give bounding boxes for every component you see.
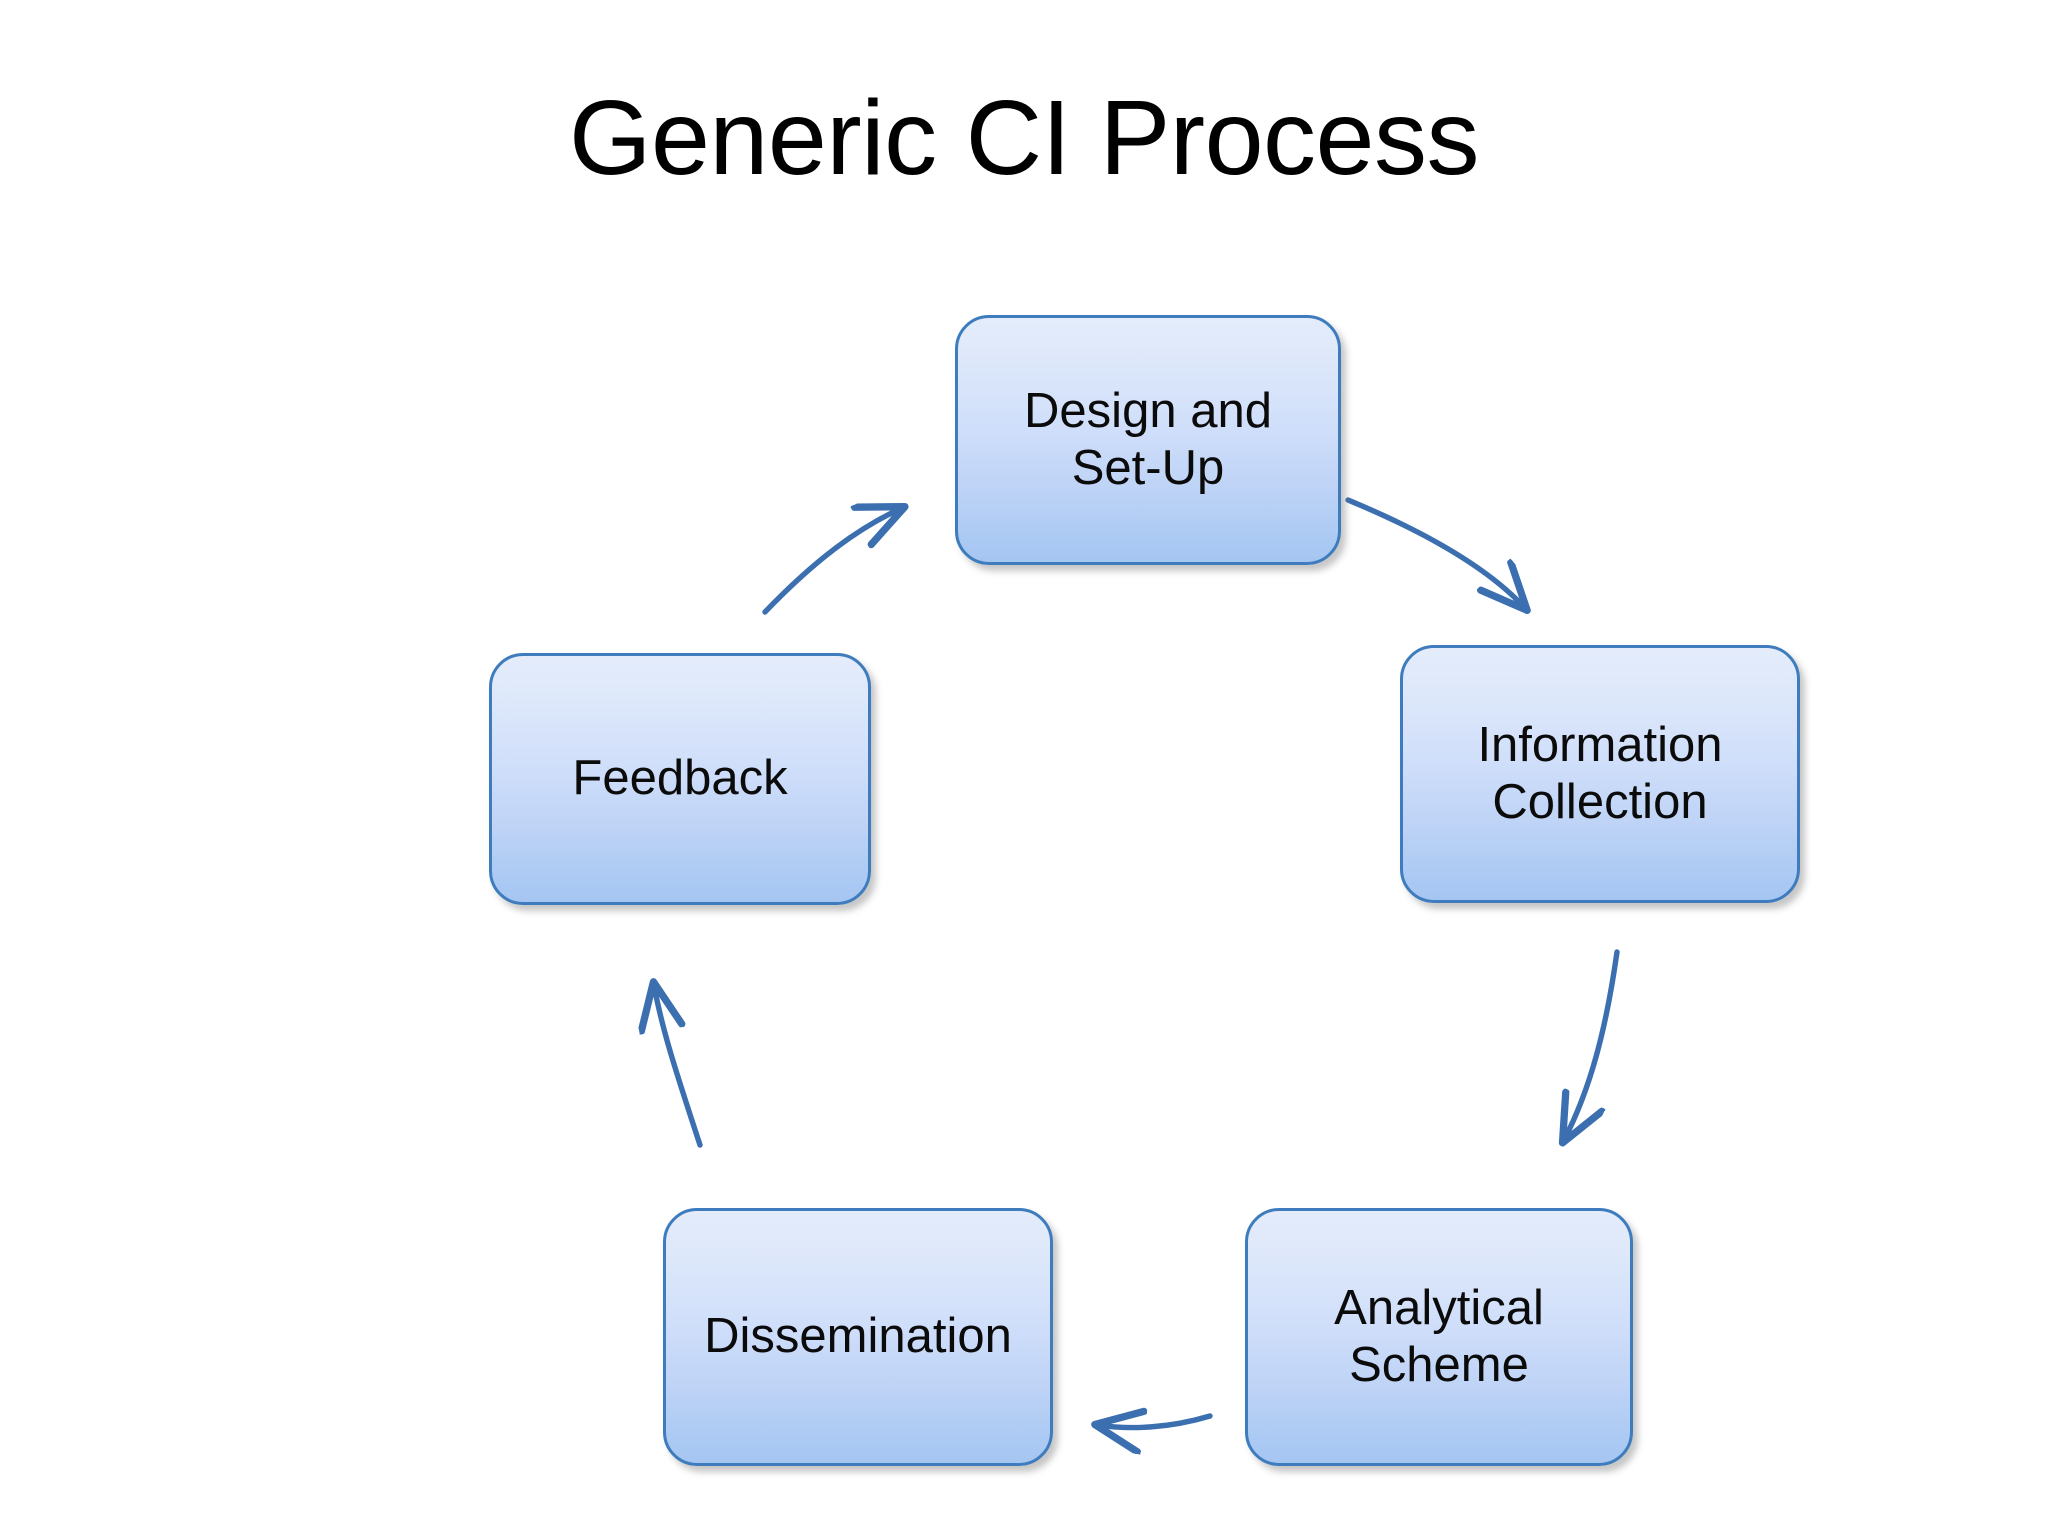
process-node-analytical-scheme[interactable]: Analytical Scheme bbox=[1245, 1208, 1633, 1466]
edge-design-to-information bbox=[1345, 497, 1525, 608]
process-node-information-collection[interactable]: Information Collection bbox=[1400, 645, 1800, 903]
page-title: Generic CI Process bbox=[569, 79, 1479, 197]
node-label: Feedback bbox=[572, 751, 788, 806]
node-label: Dissemination bbox=[704, 1309, 1012, 1364]
edge-analytical-to-dissemination bbox=[1098, 1416, 1213, 1428]
process-node-dissemination[interactable]: Dissemination bbox=[663, 1208, 1053, 1466]
process-node-design-and-set-up[interactable]: Design and Set-Up bbox=[955, 315, 1341, 565]
edge-dissemination-to-feedback bbox=[654, 985, 703, 1148]
node-label: Information Collection bbox=[1477, 717, 1723, 829]
process-node-feedback[interactable]: Feedback bbox=[489, 653, 871, 905]
edge-feedback-to-design bbox=[762, 508, 902, 615]
edge-information-to-analytical bbox=[1564, 949, 1620, 1140]
node-label: Design and Set-Up bbox=[1024, 383, 1272, 495]
node-label: Analytical Scheme bbox=[1334, 1280, 1544, 1392]
